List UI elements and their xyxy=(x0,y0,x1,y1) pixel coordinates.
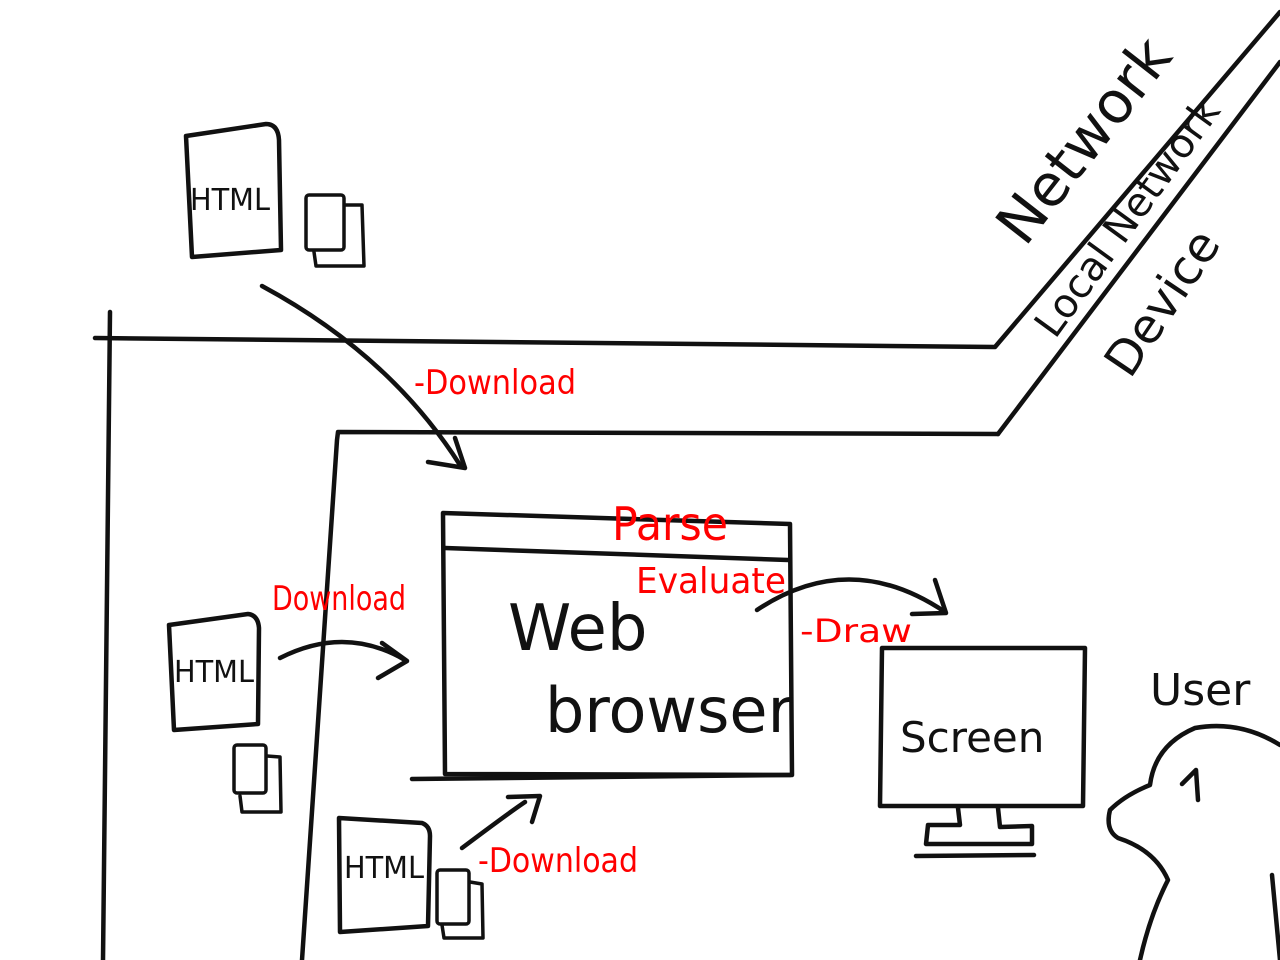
download-arrow-network xyxy=(259,283,468,471)
user-label: User xyxy=(1150,665,1251,716)
browser-baseline xyxy=(409,772,793,782)
html-document-page xyxy=(336,815,433,935)
network-boundary-line xyxy=(92,9,1280,350)
zone-boundaries xyxy=(92,9,1280,960)
html-document-label: HTML xyxy=(190,183,270,218)
monitor-base xyxy=(913,852,1037,859)
screen-label: Screen xyxy=(900,713,1044,762)
html-document-device: HTML xyxy=(336,815,485,940)
html-document-local: HTML xyxy=(166,611,283,814)
user-ear xyxy=(1179,767,1201,803)
download-network-annotation: -Download xyxy=(414,363,576,403)
download-device-annotation: -Download xyxy=(478,841,638,881)
device-boundary-diagonal xyxy=(995,59,1280,437)
user-shoulder xyxy=(1269,872,1280,960)
asset-files-icon xyxy=(232,743,283,814)
user-figure: User xyxy=(1106,665,1280,960)
download-local-annotation: Download xyxy=(272,579,406,619)
browser-toolbar-line xyxy=(442,545,791,563)
html-document-page xyxy=(183,121,284,260)
html-document-label: HTML xyxy=(344,851,424,886)
asset-files-icon xyxy=(435,868,485,940)
asset-files-icon xyxy=(304,193,366,268)
evaluate-annotation: Evaluate xyxy=(636,561,786,602)
download-arrow-local xyxy=(277,639,410,681)
screen-monitor: Screen xyxy=(877,645,1088,859)
browser-label-line2: browser xyxy=(545,674,794,747)
html-document-page xyxy=(166,611,262,733)
monitor-stand xyxy=(923,805,1035,847)
device-boundary-line xyxy=(299,429,1001,960)
draw-arrow xyxy=(754,577,949,617)
local-network-left-border xyxy=(100,309,113,960)
web-browser-window: Web browser xyxy=(409,510,795,782)
browser-label-line1: Web xyxy=(508,592,648,666)
user-head-outline xyxy=(1106,723,1280,960)
html-document-label: HTML xyxy=(174,655,254,690)
draw-annotation: -Draw xyxy=(800,612,912,650)
html-document-network: HTML xyxy=(183,121,366,268)
parse-annotation: Parse xyxy=(612,497,728,551)
monitor-frame xyxy=(877,645,1088,809)
download-arrow-device xyxy=(459,793,543,851)
